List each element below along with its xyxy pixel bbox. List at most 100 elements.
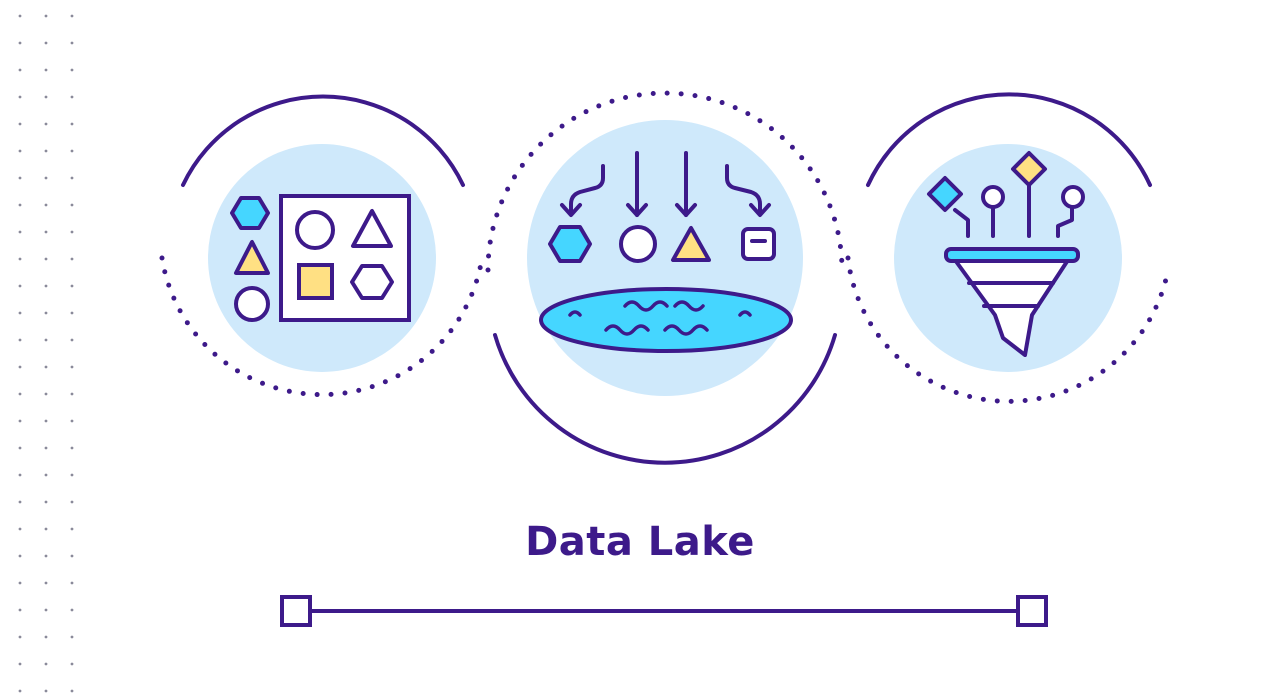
grid-dot — [70, 149, 74, 153]
grid-dot — [70, 473, 74, 477]
grid-dot — [18, 149, 22, 153]
grid-dot — [44, 311, 48, 315]
grid-dot — [18, 14, 22, 18]
arrow-head-center-left — [626, 203, 648, 217]
grid-dot — [18, 446, 22, 450]
grid-dot — [44, 257, 48, 261]
grid-dot — [70, 500, 74, 504]
grid-dot — [44, 473, 48, 477]
grid-dot — [44, 581, 48, 585]
grid-dot — [18, 41, 22, 45]
right-solid-arc — [866, 92, 1152, 187]
lake-triangle-shape — [671, 226, 711, 262]
grid-dot — [70, 581, 74, 585]
grid-dot — [44, 608, 48, 612]
triangle-yellow-shape — [234, 240, 270, 275]
wave-2 — [673, 300, 705, 312]
grid-dot — [18, 689, 22, 693]
grid-dot — [70, 230, 74, 234]
connector-1 — [953, 208, 970, 238]
point-circle-1 — [981, 185, 1005, 209]
grid-dot — [18, 176, 22, 180]
connector-4 — [1056, 204, 1074, 238]
grid-dot — [18, 365, 22, 369]
page-title: Data Lake — [525, 519, 755, 565]
point-circle-2 — [1061, 185, 1085, 209]
grid-dot — [70, 608, 74, 612]
data-lake-icon — [485, 90, 845, 465]
baseline-right-square — [1016, 595, 1048, 627]
grid-triangle-shape — [351, 209, 393, 248]
lake-box-shape — [741, 227, 776, 261]
grid-dot — [70, 68, 74, 72]
data-filter-funnel-icon — [845, 92, 1171, 404]
grid-dot — [44, 338, 48, 342]
grid-frame — [279, 194, 411, 322]
grid-dot — [18, 257, 22, 261]
arrow-curved-left — [569, 164, 605, 216]
grid-dot — [44, 176, 48, 180]
arrow-head-center-right — [675, 203, 697, 217]
grid-dot — [44, 284, 48, 288]
grid-dot — [70, 365, 74, 369]
grid-dot — [70, 176, 74, 180]
grid-dot — [18, 554, 22, 558]
grid-dot — [70, 392, 74, 396]
grid-dot — [70, 554, 74, 558]
grid-dot — [44, 500, 48, 504]
grid-dot — [18, 122, 22, 126]
lake-circle-shape — [619, 225, 657, 263]
hexagon-cyan-shape — [230, 196, 270, 230]
grid-dot — [18, 68, 22, 72]
grid-hexagon-shape — [350, 264, 394, 300]
diamond-yellow-shape — [1011, 151, 1047, 187]
grid-dot — [18, 284, 22, 288]
grid-dot — [18, 338, 22, 342]
lake-hexagon-shape — [548, 225, 592, 263]
grid-dot — [70, 14, 74, 18]
wave-4 — [738, 310, 752, 317]
grid-dot — [44, 689, 48, 693]
wave-6 — [663, 324, 709, 336]
grid-dot — [70, 635, 74, 639]
grid-circle-shape — [295, 210, 335, 250]
grid-dot — [70, 527, 74, 531]
grid-dot — [70, 689, 74, 693]
structured-data-icon — [159, 94, 485, 398]
grid-dot — [70, 122, 74, 126]
grid-dot — [70, 311, 74, 315]
grid-dot — [44, 527, 48, 531]
grid-dot — [44, 554, 48, 558]
center-dotted-arc — [485, 90, 845, 273]
grid-square-yellow-shape — [297, 263, 334, 300]
grid-dot — [44, 419, 48, 423]
funnel-rim — [944, 247, 1080, 263]
left-solid-arc — [181, 94, 465, 187]
grid-dot — [44, 41, 48, 45]
grid-dot — [18, 311, 22, 315]
baseline-left-square — [280, 595, 312, 627]
grid-dot — [44, 392, 48, 396]
grid-dot — [18, 203, 22, 207]
grid-dot — [44, 149, 48, 153]
grid-dot — [44, 446, 48, 450]
grid-dot — [18, 392, 22, 396]
grid-dot — [44, 635, 48, 639]
center-solid-arc — [493, 333, 837, 465]
grid-dot — [70, 203, 74, 207]
grid-dot — [18, 635, 22, 639]
grid-dot — [18, 95, 22, 99]
grid-dot — [18, 230, 22, 234]
diamond-cyan-shape — [927, 176, 963, 212]
grid-dot — [44, 14, 48, 18]
grid-dot — [70, 41, 74, 45]
grid-dot — [18, 662, 22, 666]
lake-ellipse — [539, 287, 793, 353]
grid-dot — [70, 284, 74, 288]
grid-dot — [70, 662, 74, 666]
grid-dot — [44, 662, 48, 666]
grid-dot — [18, 581, 22, 585]
baseline-decoration — [280, 595, 1048, 627]
grid-dot — [70, 338, 74, 342]
